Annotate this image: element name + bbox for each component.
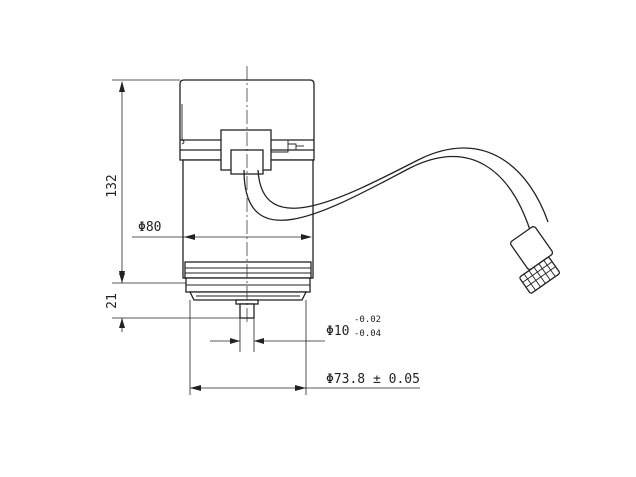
dim-diameter-flange-label: Φ73.8 ± 0.05 [326,372,420,387]
dim-height-shaft: 21 [105,270,240,332]
dim-height-shaft-label: 21 [105,293,120,309]
dim-diameter-shaft-label: Φ10 [326,324,349,339]
dim-diameter-shaft: Φ10 -0.02 -0.04 [210,315,381,352]
dim-height-total-label: 132 [105,174,120,197]
dim-diameter-flange: Φ73.8 ± 0.05 [189,300,420,395]
dim-diameter-body: Φ80 [132,220,312,240]
dim-height-total: 132 [105,79,186,284]
cable [243,147,549,231]
dim-diameter-shaft-tol-upper: -0.02 [354,315,381,325]
dim-diameter-body-label: Φ80 [138,220,161,235]
clamp-band [180,129,314,175]
cable-connector [510,226,561,294]
dim-diameter-shaft-tol-lower: -0.04 [354,329,381,339]
